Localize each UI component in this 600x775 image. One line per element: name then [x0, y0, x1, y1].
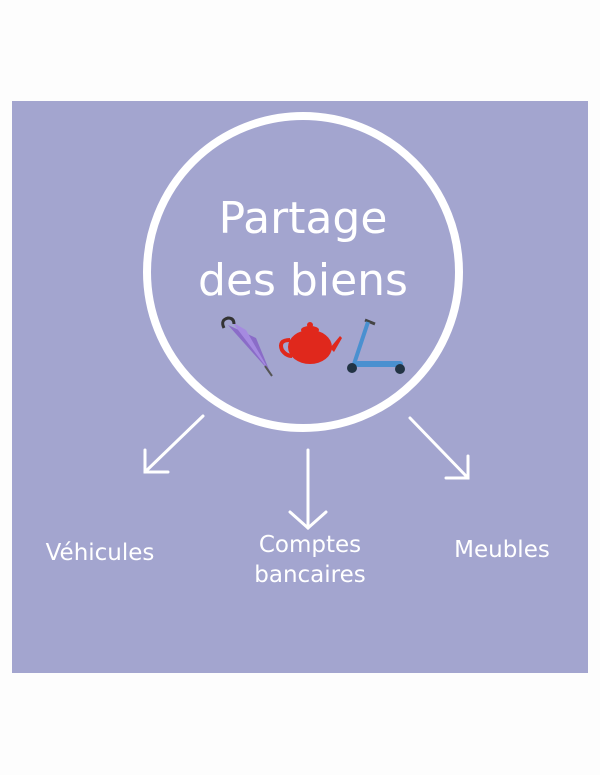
arrow-left: [143, 414, 205, 474]
arrow-down: [288, 448, 328, 531]
branch-label-vehicules: Véhicules: [45, 540, 155, 566]
branch-label-comptes-line2: bancaires: [254, 562, 366, 588]
title-line-1: Partage: [218, 193, 388, 244]
diagram-panel: [12, 101, 588, 673]
branch-label-meubles: Meubles: [454, 537, 550, 563]
center-circle: [143, 112, 463, 432]
umbrella-icon: [221, 316, 273, 377]
arrow-right: [408, 416, 470, 480]
scooter-icon: [347, 318, 405, 374]
title-line-2: des biens: [198, 255, 408, 306]
branch-label-comptes-line1: Comptes: [258, 532, 362, 558]
teapot-icon: [279, 322, 342, 364]
